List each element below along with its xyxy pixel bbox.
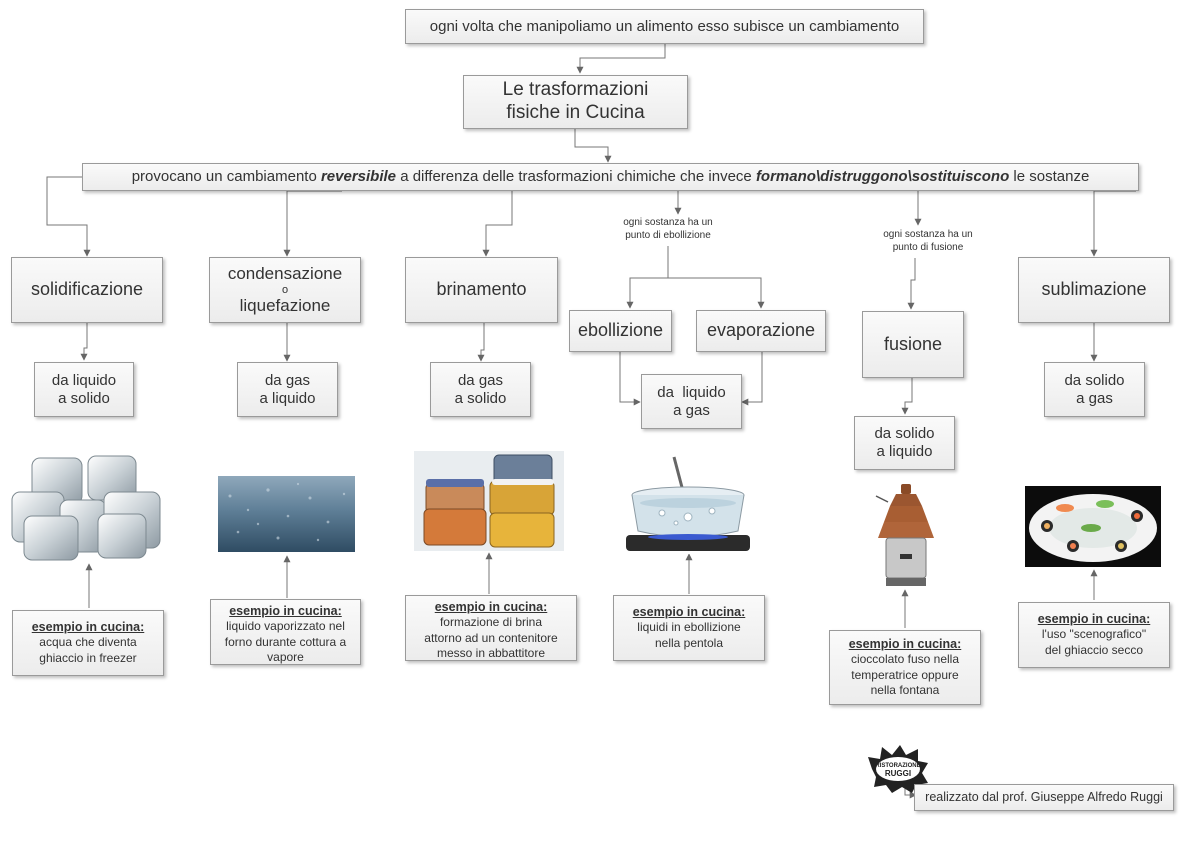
svg-text:RUGGI: RUGGI bbox=[885, 769, 911, 778]
chocolate-fountain-image bbox=[874, 482, 939, 588]
example-solidificazione: esempio in cucina: acqua che diventa ghi… bbox=[12, 610, 164, 676]
state-solido-gas: da solido a gas bbox=[1044, 362, 1145, 417]
frozen-containers-image bbox=[414, 451, 564, 551]
example-brinamento: esempio in cucina: formazione di brina a… bbox=[405, 595, 577, 661]
note-fusione: ogni sostanza ha un punto di fusione bbox=[883, 229, 973, 253]
process-sublimazione: sublimazione bbox=[1018, 257, 1170, 323]
example-condensazione: esempio in cucina: liquido vaporizzato n… bbox=[210, 599, 361, 665]
process-fusione: fusione bbox=[862, 311, 964, 378]
process-brinamento: brinamento bbox=[405, 257, 558, 323]
ice-cubes-image bbox=[10, 452, 165, 564]
boiling-pot-image bbox=[622, 455, 754, 554]
ristorazione-ruggi-logo: RISTORAZIONE RUGGI bbox=[866, 745, 930, 793]
example-fusione: esempio in cucina: cioccolato fuso nella… bbox=[829, 630, 981, 705]
process-condensazione: condensazione o liquefazione bbox=[209, 257, 361, 323]
process-ebollizione: ebollizione bbox=[569, 310, 672, 352]
state-solido-liquido: da solido a liquido bbox=[854, 416, 955, 470]
process-evaporazione: evaporazione bbox=[696, 310, 826, 352]
state-gas-liquido: da gas a liquido bbox=[237, 362, 338, 417]
note-ebollizione: ogni sostanza ha un punto di ebollizione bbox=[623, 217, 713, 241]
state-liquido-gas: da liquido a gas bbox=[641, 374, 742, 429]
process-solidificazione: solidificazione bbox=[11, 257, 163, 323]
diagram-title: Le trasformazioni fisiche in Cucina bbox=[463, 75, 688, 129]
example-ebollizione: esempio in cucina: liquidi in ebollizion… bbox=[613, 595, 765, 661]
example-sublimazione: esempio in cucina: l'uso "scenografico" … bbox=[1018, 602, 1170, 668]
title-line-2: fisiche in Cucina bbox=[506, 102, 645, 123]
top-note: ogni volta che manipoliamo un alimento e… bbox=[405, 9, 924, 44]
emphasis-reversibile: reversibile bbox=[320, 168, 397, 185]
state-gas-solido: da gas a solido bbox=[430, 362, 531, 417]
credit-box: realizzato dal prof. Giuseppe Alfredo Ru… bbox=[914, 784, 1174, 811]
condensation-image bbox=[218, 476, 355, 552]
state-liquido-solido: da liquido a solido bbox=[34, 362, 134, 417]
emphasis-formano: formano\distruggono\sostituiscono bbox=[755, 168, 1010, 185]
dry-ice-plate-image bbox=[1025, 486, 1161, 567]
svg-text:RISTORAZIONE: RISTORAZIONE bbox=[875, 763, 920, 769]
title-line-1: Le trasformazioni bbox=[502, 79, 649, 101]
definition-banner: provocano un cambiamento reversibile a d… bbox=[82, 163, 1139, 191]
